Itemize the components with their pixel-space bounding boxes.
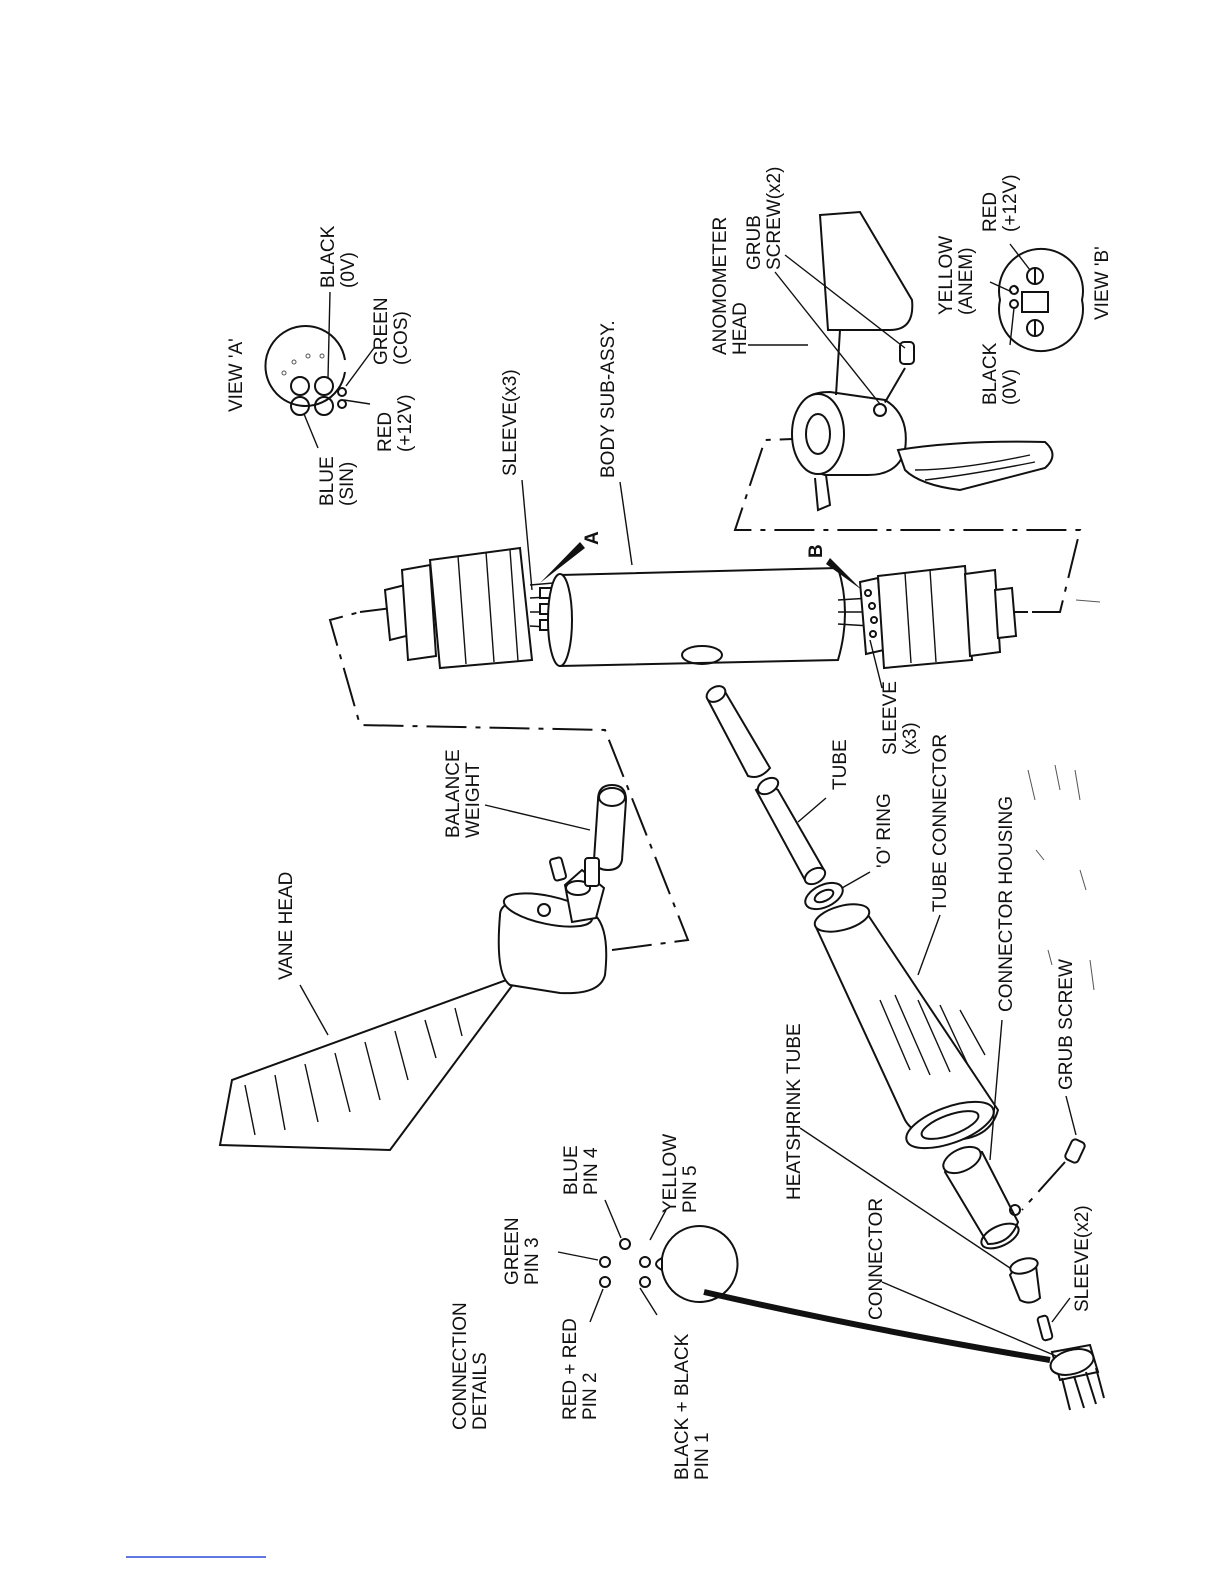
connector-housing: CONNECTOR HOUSING bbox=[942, 796, 1021, 1250]
scan-artifacts bbox=[1027, 599, 1101, 991]
cable bbox=[703, 1289, 1051, 1363]
connector-pin-face bbox=[599, 1225, 739, 1303]
connection-details-title: CONNECTION DETAILS bbox=[450, 1297, 491, 1430]
pin1-label: BLACK + BLACK PIN 1 bbox=[672, 1328, 713, 1480]
sleeve-x2: SLEEVE(x2) bbox=[1036, 1205, 1093, 1342]
marker-a: A bbox=[582, 531, 603, 545]
marker-b: B bbox=[806, 544, 827, 558]
sleeve-x3-lower-label: SLEEVE (x3) bbox=[880, 676, 921, 755]
vane-head-label: VANE HEAD bbox=[276, 872, 297, 980]
view-a-green-label: GREEN (COS) bbox=[371, 292, 412, 365]
view-b-yellow-label: YELLOW (ANEM) bbox=[936, 231, 977, 315]
view-b-black-label: BLACK (0V) bbox=[980, 337, 1021, 405]
tube: TUBE bbox=[705, 685, 851, 886]
marker-b-arrow bbox=[826, 558, 862, 590]
body-sub-assembly: A B SLEEVE(x3) BODY SUB-ASSY. SLEEVE (x3… bbox=[359, 320, 1028, 755]
o-ring-label: 'O' RING bbox=[874, 793, 895, 868]
pin4-label: BLUE PIN 4 bbox=[561, 1140, 602, 1195]
tube-connector-label: TUBE CONNECTOR bbox=[930, 734, 951, 912]
view-b-label: VIEW 'B' bbox=[1092, 246, 1113, 320]
marker-a-arrow bbox=[540, 542, 585, 583]
o-ring: 'O' RING bbox=[804, 793, 895, 911]
sleeve-x2-label: SLEEVE(x2) bbox=[1072, 1205, 1093, 1312]
tube-connector: TUBE CONNECTOR bbox=[813, 734, 1000, 1150]
view-a-blue-label: BLUE (SIN) bbox=[317, 451, 358, 506]
pin3-label: GREEN PIN 3 bbox=[502, 1212, 543, 1285]
tube-label: TUBE bbox=[830, 739, 851, 790]
dash-vane-to-body bbox=[328, 611, 690, 951]
connector-plug: CONNECTOR bbox=[866, 1198, 1105, 1411]
view-a-red-label: RED (+12V) bbox=[375, 394, 416, 452]
view-a-black-label: BLACK (0V) bbox=[318, 220, 359, 288]
connector-label: CONNECTOR bbox=[866, 1198, 887, 1320]
vane-head: VANE HEAD bbox=[218, 856, 608, 1152]
view-a-label: VIEW 'A' bbox=[226, 338, 247, 412]
view-b: VIEW 'B' BLACK (0V) YELLOW (ANEM) RED (+… bbox=[936, 174, 1113, 405]
pin5-label: YELLOW PIN 5 bbox=[660, 1129, 701, 1213]
grub-screw-label: GRUB SCREW bbox=[1056, 959, 1077, 1090]
view-a: VIEW 'A' BLUE (SIN) RED (+12V) GREEN (CO… bbox=[226, 220, 416, 506]
sleeve-x3-upper-label: SLEEVE(x3) bbox=[500, 369, 521, 476]
anemometer-head: ANOMOMETER HEAD GRUB SCREW(x2) bbox=[710, 167, 1054, 512]
grub-screw-x2-label: GRUB SCREW(x2) bbox=[744, 167, 785, 270]
heatshrink-tube: HEATSHRINK TUBE bbox=[784, 1023, 1042, 1304]
grub-screw: GRUB SCREW bbox=[1021, 959, 1086, 1211]
body-sub-assy-label: BODY SUB-ASSY. bbox=[598, 320, 619, 478]
connection-details-line1: CONNECTION bbox=[450, 1302, 471, 1430]
heatshrink-tube-label: HEATSHRINK TUBE bbox=[784, 1023, 805, 1200]
anemometer-head-label: ANOMOMETER HEAD bbox=[710, 211, 751, 355]
balance-weight-label: BALANCE WEIGHT bbox=[443, 744, 484, 838]
connection-details-line2: DETAILS bbox=[470, 1352, 491, 1430]
view-b-red-label: RED (+12V) bbox=[980, 174, 1021, 232]
pin2-label: RED + RED PIN 2 bbox=[560, 1313, 601, 1420]
dash-body-to-anemometer bbox=[733, 437, 1082, 613]
balance-weight: BALANCE WEIGHT bbox=[443, 744, 628, 887]
connector-housing-label: CONNECTOR HOUSING bbox=[996, 796, 1017, 1012]
connection-details: CONNECTION DETAILS BLACK + BLACK PIN 1 R… bbox=[450, 1129, 1051, 1480]
